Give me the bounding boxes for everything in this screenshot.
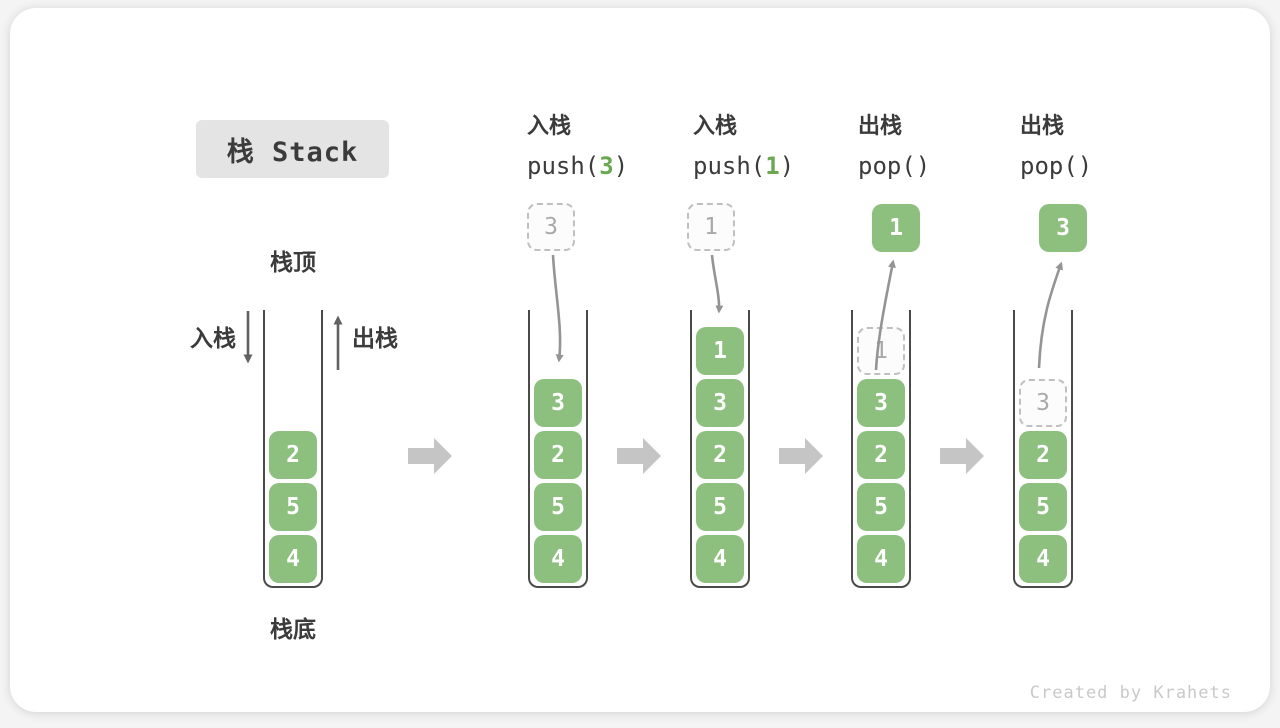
stack-container-initial: 2 5 4 — [263, 310, 323, 588]
stack-cell: 4 — [1019, 535, 1067, 583]
stack-container-after-pop-1: 1 3 2 5 4 — [851, 310, 911, 588]
diagram-card: 栈 Stack 入栈 push(3) 入栈 push(1) 出栈 pop() 出… — [10, 8, 1270, 712]
code-arg: 3 — [599, 152, 614, 180]
popped-value-1: 1 — [872, 204, 920, 252]
stack-cell: 4 — [857, 535, 905, 583]
stack-cell-removed: 3 — [1019, 379, 1067, 427]
step-arrow-icon — [940, 438, 984, 474]
stack-cell: 5 — [1019, 483, 1067, 531]
push-1-arrow-icon — [710, 254, 724, 314]
code-pre: pop( — [858, 152, 916, 180]
code-arg: 1 — [765, 152, 780, 180]
stack-bottom-label: 栈底 — [270, 617, 316, 643]
stack-container-after-pop-3: 3 2 5 4 — [1013, 310, 1073, 588]
step-header-pop-3: 出栈 pop() — [1020, 114, 1092, 179]
step-header-pop-1: 出栈 pop() — [858, 114, 930, 179]
code-pre: push( — [693, 152, 766, 180]
op-code: push(3) — [527, 154, 628, 178]
pending-push-value-3: 3 — [527, 203, 575, 251]
stack-cell: 3 — [857, 379, 905, 427]
stack-cell: 3 — [696, 379, 744, 427]
step-header-push-1: 入栈 push(1) — [693, 114, 794, 179]
op-code: push(1) — [693, 154, 794, 178]
stack-cell: 4 — [269, 535, 317, 583]
diagram-title: 栈 Stack — [196, 120, 389, 178]
push-direction-label: 入栈 — [190, 326, 236, 352]
pending-push-value-1: 1 — [687, 203, 735, 251]
stack-top-label: 栈顶 — [270, 250, 316, 276]
step-header-push-3: 入栈 push(3) — [527, 114, 628, 179]
code-post: ) — [1077, 152, 1093, 180]
stack-cell-removed: 1 — [857, 327, 905, 375]
step-arrow-icon — [617, 438, 661, 474]
stack-cell: 2 — [696, 431, 744, 479]
stack-cell: 5 — [269, 483, 317, 531]
stack-cell: 2 — [534, 431, 582, 479]
stack-cell: 1 — [696, 327, 744, 375]
stack-cell: 5 — [696, 483, 744, 531]
popped-value-3: 3 — [1039, 204, 1087, 252]
op-label: 出栈 — [1020, 114, 1065, 139]
code-post: ) — [915, 152, 931, 180]
watermark: Created by Krahets — [1029, 683, 1232, 703]
op-code: pop() — [858, 154, 930, 178]
stack-cell: 4 — [696, 535, 744, 583]
stack-cell: 4 — [534, 535, 582, 583]
stack-cell: 5 — [534, 483, 582, 531]
code-post: ) — [779, 152, 795, 180]
op-label: 入栈 — [527, 114, 572, 139]
stack-cell: 2 — [1019, 431, 1067, 479]
op-code: pop() — [1020, 154, 1092, 178]
op-label: 入栈 — [693, 114, 738, 139]
pop-direction-label: 出栈 — [352, 326, 398, 352]
code-post: ) — [613, 152, 629, 180]
stack-container-after-push-1: 1 3 2 5 4 — [690, 310, 750, 588]
stack-cell: 5 — [857, 483, 905, 531]
step-arrow-icon — [408, 438, 452, 474]
step-arrow-icon — [779, 438, 823, 474]
stack-cell: 3 — [534, 379, 582, 427]
code-pre: push( — [527, 152, 600, 180]
stack-cell: 2 — [269, 431, 317, 479]
stack-container-after-push-3: 3 2 5 4 — [528, 310, 588, 588]
stack-cell: 2 — [857, 431, 905, 479]
op-label: 出栈 — [858, 114, 903, 139]
code-pre: pop( — [1020, 152, 1078, 180]
